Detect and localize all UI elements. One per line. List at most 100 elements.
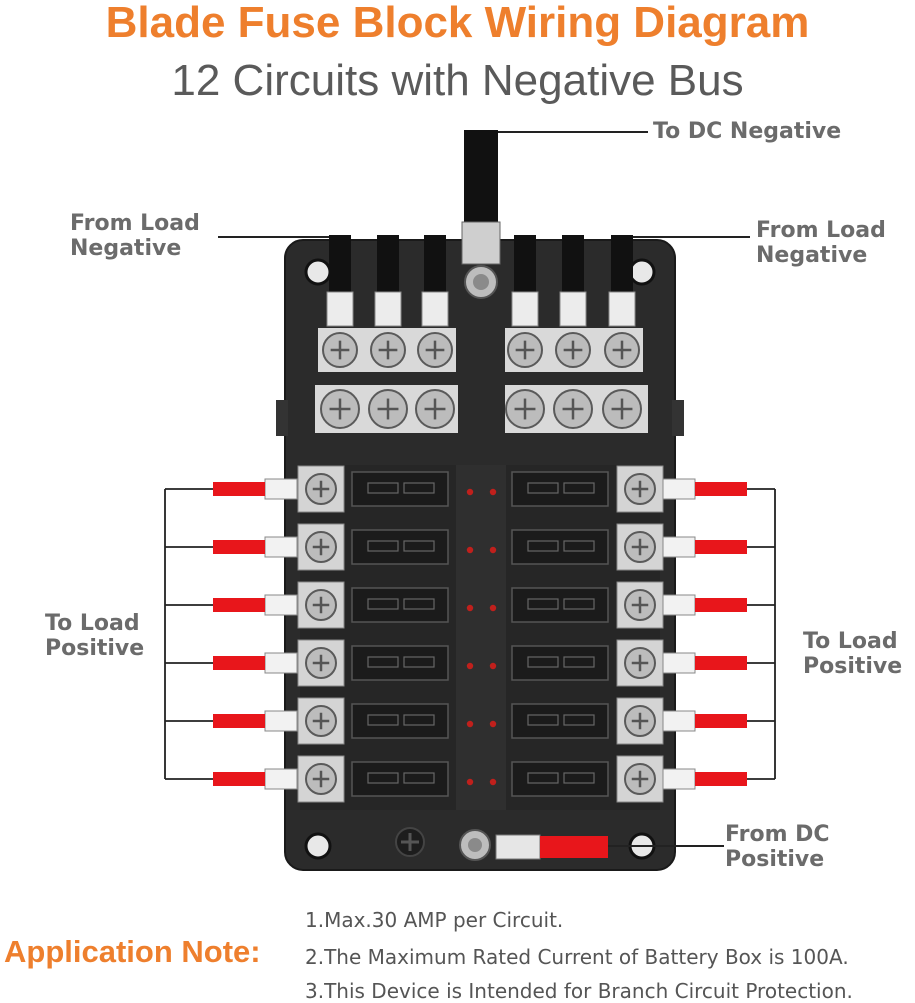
fuse-indicator-led xyxy=(466,604,474,612)
fuse-slot xyxy=(563,598,595,610)
fuse-slot xyxy=(403,714,435,726)
fuse-slot xyxy=(527,714,559,726)
load-negative-ring xyxy=(511,291,539,327)
mounting-hole xyxy=(304,258,332,286)
label-line: Positive xyxy=(803,654,903,679)
fuse-slot xyxy=(403,482,435,494)
application-note-2: 2.The Maximum Rated Current of Battery B… xyxy=(305,945,849,969)
fuse-slot xyxy=(367,482,399,494)
load-negative-wire xyxy=(514,235,536,295)
load-negative-ring xyxy=(326,291,354,327)
led-strip xyxy=(456,465,506,810)
label-line: To Load xyxy=(803,629,898,654)
load-positive-wire-left xyxy=(213,598,265,612)
label-to-load-positive-left: To Load Positive xyxy=(45,611,144,661)
load-positive-ring-left xyxy=(264,478,298,500)
fuse-indicator-led xyxy=(489,546,497,554)
load-positive-ring-left xyxy=(264,536,298,558)
load-negative-wire xyxy=(424,235,446,295)
fuse-slot xyxy=(563,540,595,552)
fuse-indicator-led xyxy=(466,488,474,496)
fuse-slot xyxy=(527,656,559,668)
load-positive-wire-left xyxy=(213,714,265,728)
load-negative-wire xyxy=(329,235,351,295)
fuse-slot xyxy=(403,656,435,668)
load-positive-ring-left xyxy=(264,594,298,616)
diagram-dynamic-layer xyxy=(164,235,776,803)
label-line: Positive xyxy=(725,847,825,872)
fuse-indicator-led xyxy=(466,778,474,786)
application-note-1: 1.Max.30 AMP per Circuit. xyxy=(305,908,564,932)
fuse-slot xyxy=(527,598,559,610)
load-positive-ring-right xyxy=(662,710,696,732)
mounting-hole xyxy=(628,258,656,286)
dc-negative-cable xyxy=(464,130,498,230)
load-positive-wire-right xyxy=(695,598,747,612)
diagram-title: Blade Fuse Block Wiring Diagram xyxy=(105,0,810,47)
load-positive-ring-left xyxy=(264,710,298,732)
fuse-slot xyxy=(403,772,435,784)
fuse-slot xyxy=(367,714,399,726)
load-positive-ring-right xyxy=(662,594,696,616)
fuse-slot xyxy=(527,482,559,494)
fuse-indicator-led xyxy=(489,720,497,728)
load-positive-ring-left xyxy=(264,768,298,790)
label-to-dc-negative: To DC Negative xyxy=(653,119,842,144)
fuse-slot xyxy=(563,772,595,784)
fuse-slot xyxy=(563,714,595,726)
fuse-slot xyxy=(367,540,399,552)
load-positive-ring-right xyxy=(662,768,696,790)
dc-negative-ring xyxy=(461,221,501,265)
load-negative-ring xyxy=(608,291,636,327)
fuse-slot xyxy=(527,772,559,784)
fuse-slot xyxy=(403,540,435,552)
load-positive-ring-left xyxy=(264,652,298,674)
load-positive-ring-right xyxy=(662,652,696,674)
dc-positive-nut xyxy=(468,838,482,852)
load-negative-ring xyxy=(374,291,402,327)
fuse-socket-right xyxy=(511,587,609,623)
label-line: Positive xyxy=(45,636,145,661)
load-positive-wire-left xyxy=(213,772,265,786)
dc-positive-ring xyxy=(495,834,541,860)
fuse-indicator-led xyxy=(466,546,474,554)
fuse-slot xyxy=(367,656,399,668)
load-positive-wire-left xyxy=(213,656,265,670)
fuse-slot xyxy=(527,540,559,552)
label-line: Negative xyxy=(756,243,868,268)
diagram-subtitle: 12 Circuits with Negative Bus xyxy=(171,56,744,105)
label-from-dc-positive: From DC Positive xyxy=(725,822,830,872)
load-positive-wire-right xyxy=(695,714,747,728)
label-line: Negative xyxy=(70,236,182,261)
load-negative-wire xyxy=(611,235,633,295)
fuse-slot xyxy=(563,656,595,668)
load-positive-wire-right xyxy=(695,772,747,786)
fuse-indicator-led xyxy=(489,604,497,612)
fuse-indicator-led xyxy=(489,778,497,786)
load-negative-wire xyxy=(562,235,584,295)
fuse-indicator-led xyxy=(466,720,474,728)
application-note-heading: Application Note: xyxy=(4,934,261,969)
load-negative-ring xyxy=(421,291,449,327)
fuse-indicator-led xyxy=(466,662,474,670)
fuse-indicator-led xyxy=(489,662,497,670)
label-line: From DC xyxy=(725,822,830,847)
fuse-slot xyxy=(367,598,399,610)
fuse-slot xyxy=(367,772,399,784)
load-positive-wire-right xyxy=(695,540,747,554)
dc-positive-cable xyxy=(540,836,608,858)
label-line: To Load xyxy=(45,611,140,636)
mounting-hole xyxy=(304,832,332,860)
fuse-indicator-led xyxy=(489,488,497,496)
load-positive-wire-left xyxy=(213,540,265,554)
label-from-load-negative-right: From Load Negative xyxy=(756,218,886,268)
load-positive-ring-right xyxy=(662,478,696,500)
side-tab-left xyxy=(276,400,288,436)
label-line: From Load xyxy=(70,211,200,236)
load-negative-wire xyxy=(377,235,399,295)
application-note-3: 3.This Device is Intended for Branch Cir… xyxy=(305,979,853,1003)
load-positive-wire-left xyxy=(213,482,265,496)
fuse-slot xyxy=(403,598,435,610)
load-positive-wire-right xyxy=(695,482,747,496)
